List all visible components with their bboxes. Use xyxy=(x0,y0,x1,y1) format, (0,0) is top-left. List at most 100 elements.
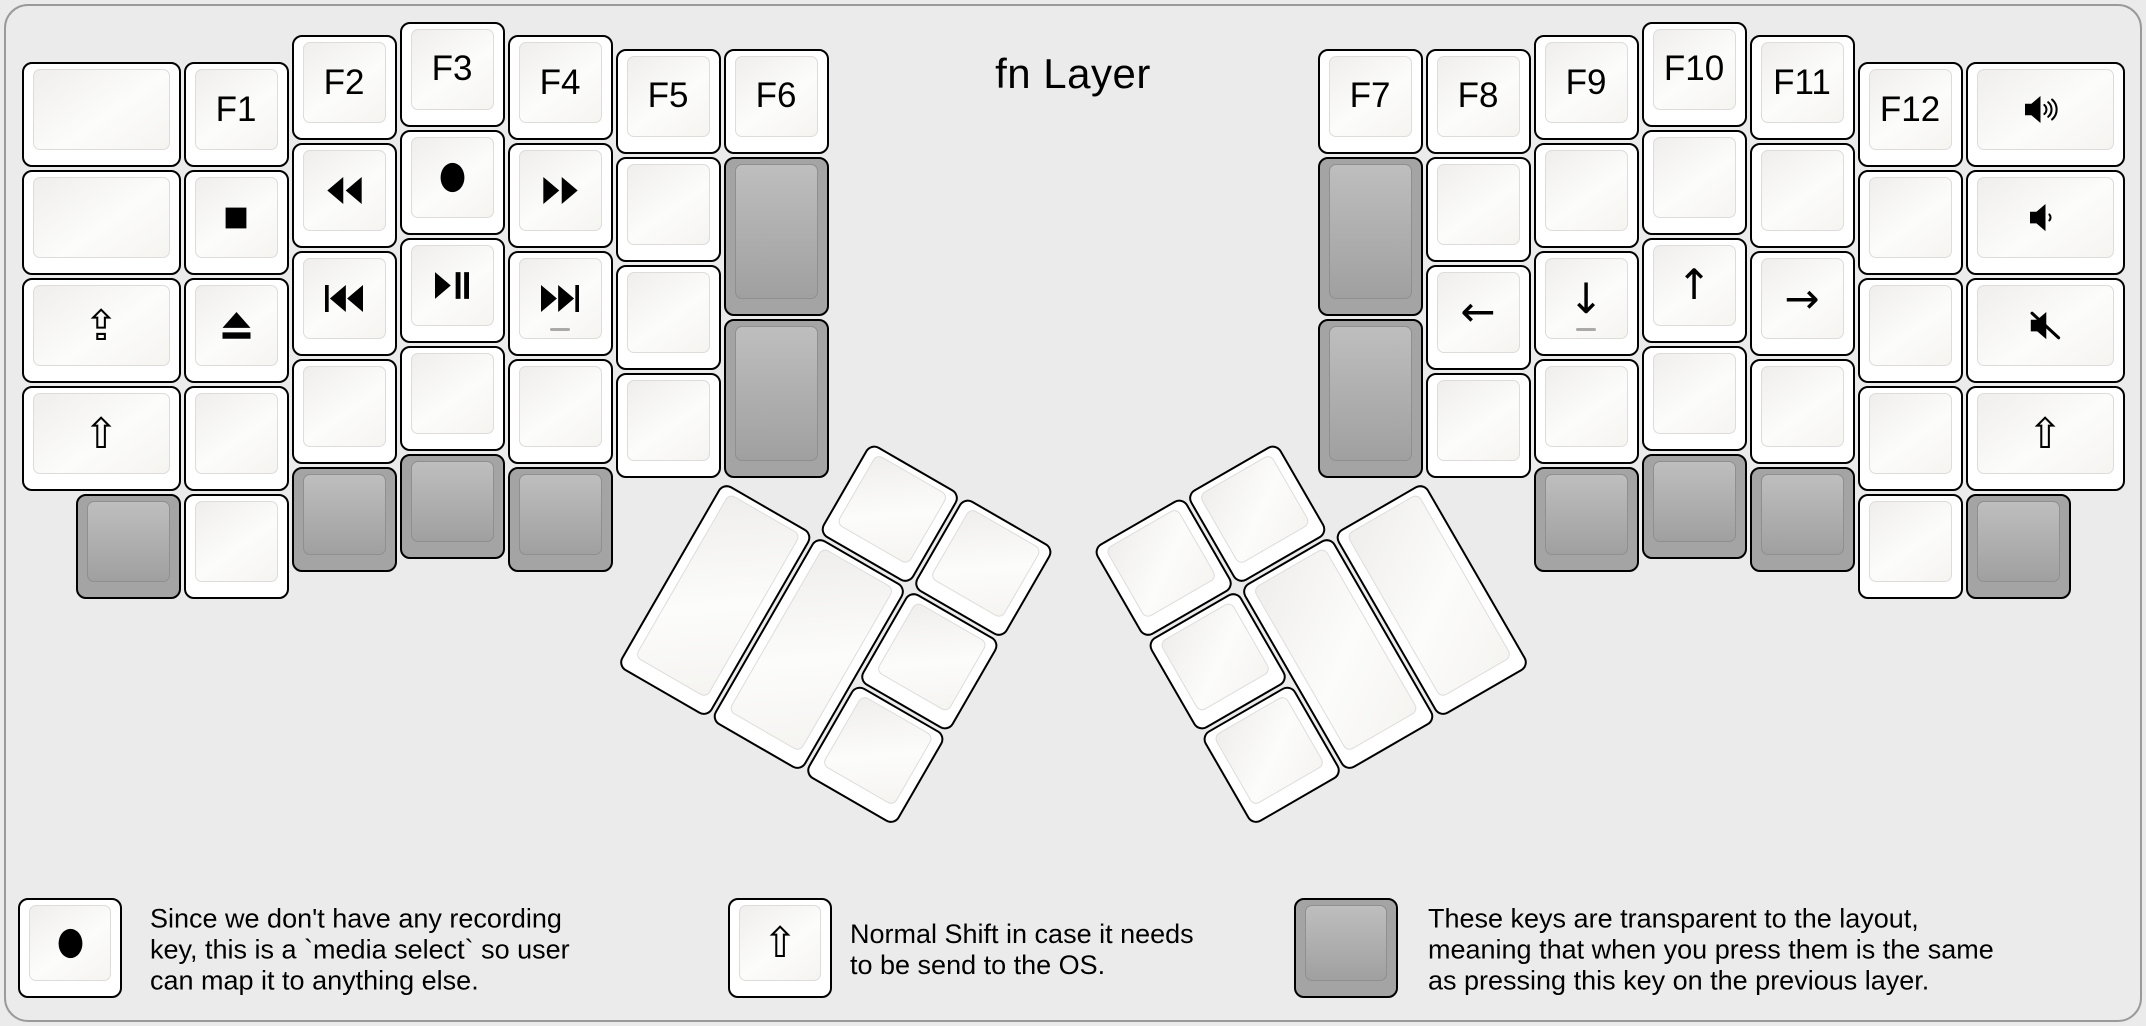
legend-line: key, this is a `media select` so user xyxy=(150,934,570,965)
key-label: F12 xyxy=(1879,89,1941,129)
key-f6: F6 xyxy=(723,48,829,154)
key-r-blank-c16-r4 xyxy=(1749,359,1855,464)
key-top xyxy=(1544,366,1628,447)
key-top: F1 xyxy=(194,69,278,150)
key-record xyxy=(399,129,505,235)
key-top xyxy=(410,136,494,218)
key-top xyxy=(1868,285,1952,366)
key-f9: F9 xyxy=(1533,35,1639,140)
key-top xyxy=(1868,393,1952,474)
key-top xyxy=(518,150,602,231)
key-volume-up xyxy=(1965,62,2125,167)
key-label: F9 xyxy=(1565,62,1607,102)
key-top xyxy=(734,325,818,461)
key-top xyxy=(1544,150,1628,231)
key-top xyxy=(1328,325,1412,461)
key-prev-track xyxy=(291,251,397,356)
stop-icon xyxy=(223,205,249,231)
legend-note-transparent: These keys are transparent to the layout… xyxy=(1428,904,1994,997)
key-top: ⇧ xyxy=(1976,393,2114,474)
key-top: F4 xyxy=(518,42,602,123)
key-top: ← xyxy=(1436,271,1520,353)
key-r-blank-c15-r4 xyxy=(1641,345,1747,451)
legend-media-select-icon xyxy=(57,928,84,959)
legend-key-transparent xyxy=(1294,898,1398,998)
shift-icon: ⇧ xyxy=(762,918,798,967)
mute-icon xyxy=(2028,310,2062,341)
legend-note-shift: Normal Shift in case it needs to be send… xyxy=(850,919,1194,981)
key-top xyxy=(626,379,710,461)
record-icon xyxy=(439,162,466,193)
key-top xyxy=(1652,460,1736,542)
key-volume-down xyxy=(1965,170,2125,275)
key-top xyxy=(86,501,170,582)
key-top xyxy=(1305,905,1387,981)
key-top xyxy=(194,501,278,582)
key-top xyxy=(32,177,170,258)
legend-line: can map it to anything else. xyxy=(150,965,479,996)
layer-title: fn Layer xyxy=(995,50,1151,97)
legend-line: Normal Shift in case it needs xyxy=(850,919,1194,949)
key-top xyxy=(1198,453,1311,565)
key-next-track xyxy=(507,251,613,356)
volume-up-icon xyxy=(2025,94,2065,125)
key-f1: F1 xyxy=(183,62,289,167)
key-right-shift: ⇧ xyxy=(1965,386,2125,491)
key-f5: F5 xyxy=(615,48,721,154)
prev-track-icon xyxy=(325,285,363,312)
key-l-transparent-bottom xyxy=(75,494,181,599)
key-f10: F10 xyxy=(1641,21,1747,127)
key-top: F7 xyxy=(1328,55,1412,137)
arrow-right-icon: → xyxy=(1784,273,1820,323)
legend-key-shift: ⇧ xyxy=(728,898,832,998)
key-arrow-left: ← xyxy=(1425,264,1531,370)
key-top xyxy=(302,474,386,555)
key-l-transparent-c2-r5 xyxy=(291,467,397,572)
key-top xyxy=(1760,366,1844,447)
key-l-blank-c3-r4 xyxy=(399,345,505,451)
next-track-icon xyxy=(541,285,579,312)
key-top: F9 xyxy=(1544,42,1628,123)
key-top xyxy=(410,460,494,542)
key-top xyxy=(1328,163,1412,299)
key-top xyxy=(518,474,602,555)
key-r-blank-c17-r5 xyxy=(1857,494,1963,599)
key-f3: F3 xyxy=(399,21,505,127)
key-label: F2 xyxy=(323,62,365,102)
legend-key-media-select xyxy=(18,898,122,998)
key-top: ↓ xyxy=(1544,258,1628,339)
key-top: F3 xyxy=(410,28,494,110)
key-r-blank-c13-r4 xyxy=(1425,372,1531,478)
key-top xyxy=(1976,501,2060,582)
key-r-blank-c15-r2 xyxy=(1641,129,1747,235)
key-label: F1 xyxy=(215,89,257,129)
key-top: F6 xyxy=(734,55,818,137)
key-r-transparent-c12-tall1 xyxy=(1317,156,1423,316)
play-pause-icon xyxy=(435,271,469,299)
key-r-blank-c14-r4 xyxy=(1533,359,1639,464)
key-top xyxy=(29,905,111,981)
key-top xyxy=(194,285,278,366)
key-r-transparent-bottom xyxy=(1965,494,2071,599)
key-top xyxy=(1868,501,1952,582)
key-top xyxy=(194,177,278,258)
key-r-blank-c13-r2 xyxy=(1425,156,1531,262)
key-top xyxy=(32,69,170,150)
key-left-shift: ⇧ xyxy=(21,386,181,491)
legend-note-media-select: Since we don't have any recording key, t… xyxy=(150,904,570,997)
key-l-blank-c5-r4 xyxy=(615,372,721,478)
key-top xyxy=(626,163,710,245)
key-top xyxy=(1544,474,1628,555)
key-arrow-up: ↑ xyxy=(1641,237,1747,343)
legend-line: meaning that when you press them is the … xyxy=(1428,934,1994,965)
shift-icon: ⇧ xyxy=(2027,408,2063,458)
key-l-blank-c2-r4 xyxy=(291,359,397,464)
legend-line: as pressing this key on the previous lay… xyxy=(1428,965,1930,996)
key-top xyxy=(302,258,386,339)
key-play-pause xyxy=(399,237,505,343)
key-f11: F11 xyxy=(1749,35,1855,140)
key-top: F12 xyxy=(1868,69,1952,150)
key-l-transparent-c6-tall2 xyxy=(723,318,829,478)
key-top xyxy=(518,258,602,339)
